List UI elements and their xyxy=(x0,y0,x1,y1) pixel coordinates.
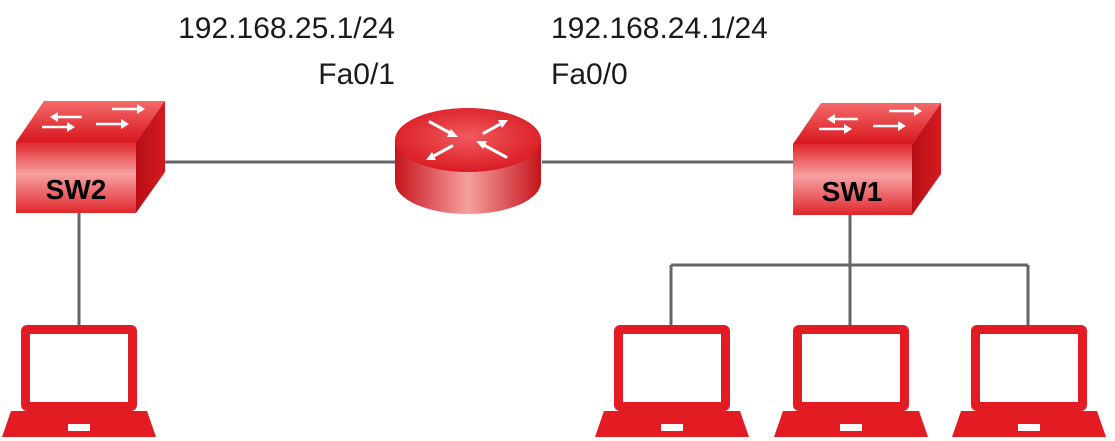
switch-label: SW2 xyxy=(46,174,107,205)
router-icon xyxy=(395,108,541,214)
laptop-icon xyxy=(774,325,928,437)
router[interactable] xyxy=(395,108,541,214)
interface-port: Fa0/0 xyxy=(551,58,628,91)
links xyxy=(77,160,1030,325)
laptop-sw1-3[interactable] xyxy=(952,325,1106,437)
laptop-icon xyxy=(952,325,1106,437)
laptop-sw2[interactable] xyxy=(2,325,156,437)
interface-ip: 192.168.24.1/24 xyxy=(551,12,768,45)
switch-sw1[interactable]: SW1 xyxy=(793,103,941,215)
laptop-sw1-2[interactable] xyxy=(774,325,928,437)
interface-port: Fa0/1 xyxy=(318,58,395,91)
laptop-icon xyxy=(2,325,156,437)
switch-sw2[interactable]: SW2 xyxy=(16,101,165,213)
laptop-icon xyxy=(595,325,749,437)
switch-label: SW1 xyxy=(822,176,883,207)
interface-ip: 192.168.25.1/24 xyxy=(178,12,395,45)
interface-fa01: 192.168.25.1/24 Fa0/1 xyxy=(178,12,395,91)
switch-icon xyxy=(16,101,165,213)
laptop-sw1-1[interactable] xyxy=(595,325,749,437)
switch-icon xyxy=(793,103,941,215)
interface-fa00: 192.168.24.1/24 Fa0/0 xyxy=(551,12,768,91)
